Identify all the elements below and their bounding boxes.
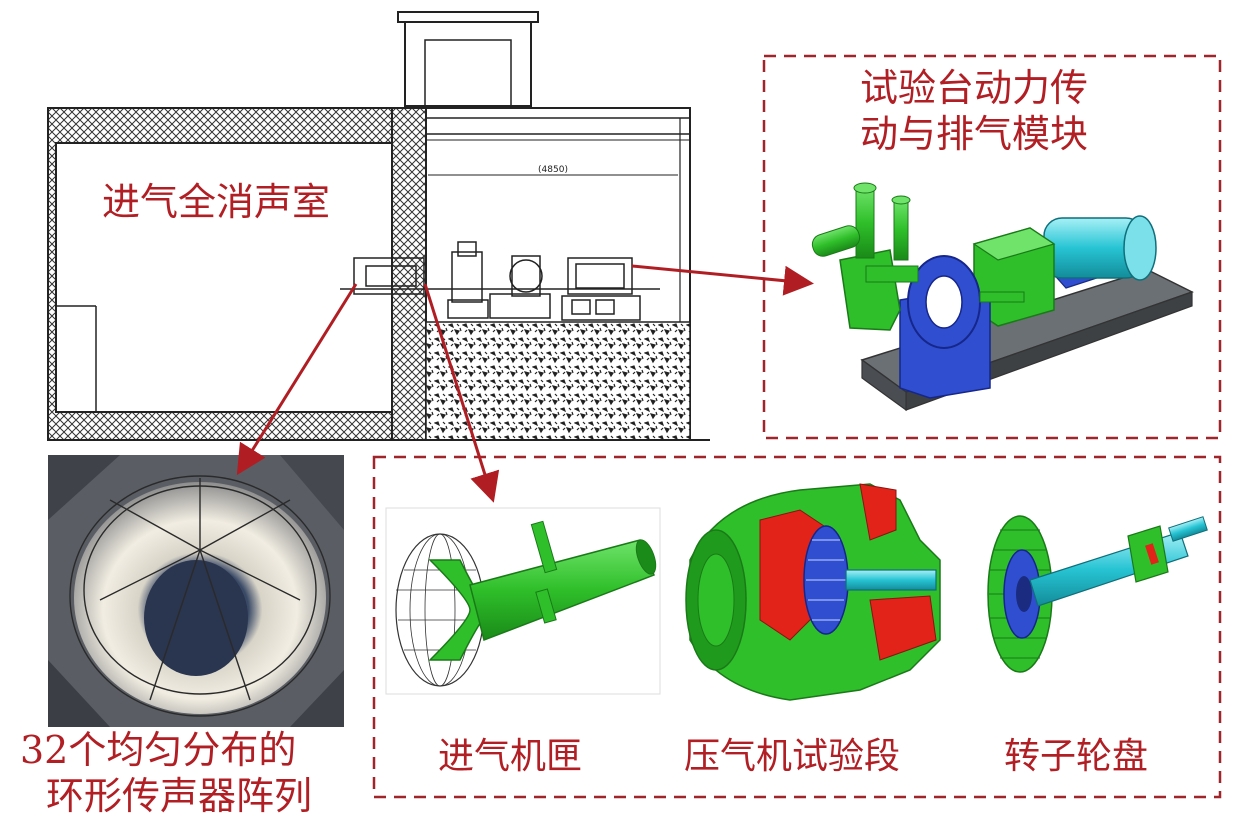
arrow-to-intake-box	[423, 283, 500, 503]
leader-arrows	[236, 264, 814, 503]
power-module-model	[811, 182, 1194, 412]
intake-box-label: 进气机匣	[438, 736, 583, 777]
power-module-label-line2: 动与排气模块	[860, 112, 1089, 156]
compressor-section-label: 压气机试验段	[684, 736, 901, 777]
intake-room-label: 进气全消声室	[102, 180, 331, 224]
arrow-to-mic-array	[236, 283, 358, 476]
rotor-disk-label: 转子轮盘	[1004, 736, 1149, 777]
mic-array-label-line1: 32个均匀分布的	[20, 728, 297, 772]
component-frame	[372, 455, 1222, 799]
mic-array-photo	[48, 455, 344, 727]
foundation	[425, 321, 691, 441]
rotor-disk-model	[987, 515, 1208, 673]
dimension-label: (4850)	[538, 165, 568, 175]
intake-chamber-interior	[55, 142, 393, 413]
compressor-model	[685, 483, 941, 701]
rig-line-drawing	[340, 241, 660, 321]
stack-cap	[397, 11, 539, 23]
arrow-to-power-module	[631, 264, 814, 296]
stack	[404, 21, 532, 107]
power-module-label-line1: 试验台动力传	[860, 66, 1089, 110]
building-cross-section: (4850)	[47, 11, 710, 441]
power-module-frame	[762, 54, 1222, 440]
intake-box-model	[385, 507, 661, 695]
mic-array-label-line2: 环形传声器阵列	[46, 774, 313, 818]
